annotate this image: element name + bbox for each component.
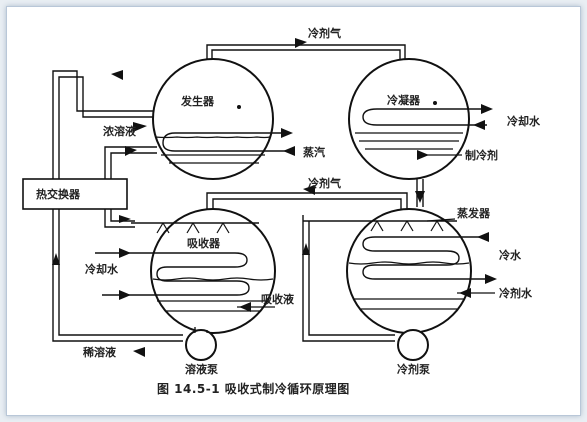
- label-chilled-water: 冷水: [499, 248, 522, 262]
- label-refrigerant-pump: 冷剂泵: [397, 362, 430, 376]
- label-steam: 蒸汽: [303, 145, 325, 159]
- label-heat-exchanger: 热交换器: [36, 187, 81, 201]
- label-vapor-middle: 冷剂气: [308, 176, 341, 190]
- solution-pump: [185, 329, 217, 361]
- label-solution-pump: 溶液泵: [185, 362, 218, 376]
- figure-frame: 冷剂气 发生器 冷凝器 冷却水 浓溶液 蒸汽 制冷剂 热交换器 冷剂气 蒸发器 …: [6, 6, 581, 416]
- label-refrigerant: 制冷剂: [465, 148, 498, 162]
- label-refrigerant-water: 冷剂水: [499, 286, 533, 300]
- label-dilute-solution: 稀溶液: [83, 345, 117, 359]
- label-strong-solution: 浓溶液: [103, 124, 137, 138]
- label-condenser: 冷凝器: [387, 93, 421, 107]
- label-vapor-top: 冷剂气: [308, 26, 341, 40]
- label-absorbing-solution: 吸收液: [261, 292, 295, 306]
- condenser-vessel: [348, 58, 487, 180]
- absorption-refrigeration-diagram: 冷剂气 发生器 冷凝器 冷却水 浓溶液 蒸汽 制冷剂 热交换器 冷剂气 蒸发器 …: [22, 26, 541, 396]
- generator-vessel: [152, 58, 290, 180]
- label-cooling-water-absorber: 冷却水: [85, 262, 119, 276]
- heat-exchanger-box: [22, 178, 128, 210]
- label-evaporator: 蒸发器: [457, 206, 491, 220]
- vapor-pipe-top: [206, 44, 406, 59]
- label-absorber: 吸收器: [187, 236, 221, 250]
- evaporator-vessel: [337, 208, 485, 334]
- label-cooling-water-condenser: 冷却水: [507, 114, 541, 128]
- figure-caption: 图 14.5-1 吸收式制冷循环原理图: [157, 381, 350, 396]
- label-generator: 发生器: [180, 94, 215, 108]
- refrigerant-pump: [397, 329, 429, 361]
